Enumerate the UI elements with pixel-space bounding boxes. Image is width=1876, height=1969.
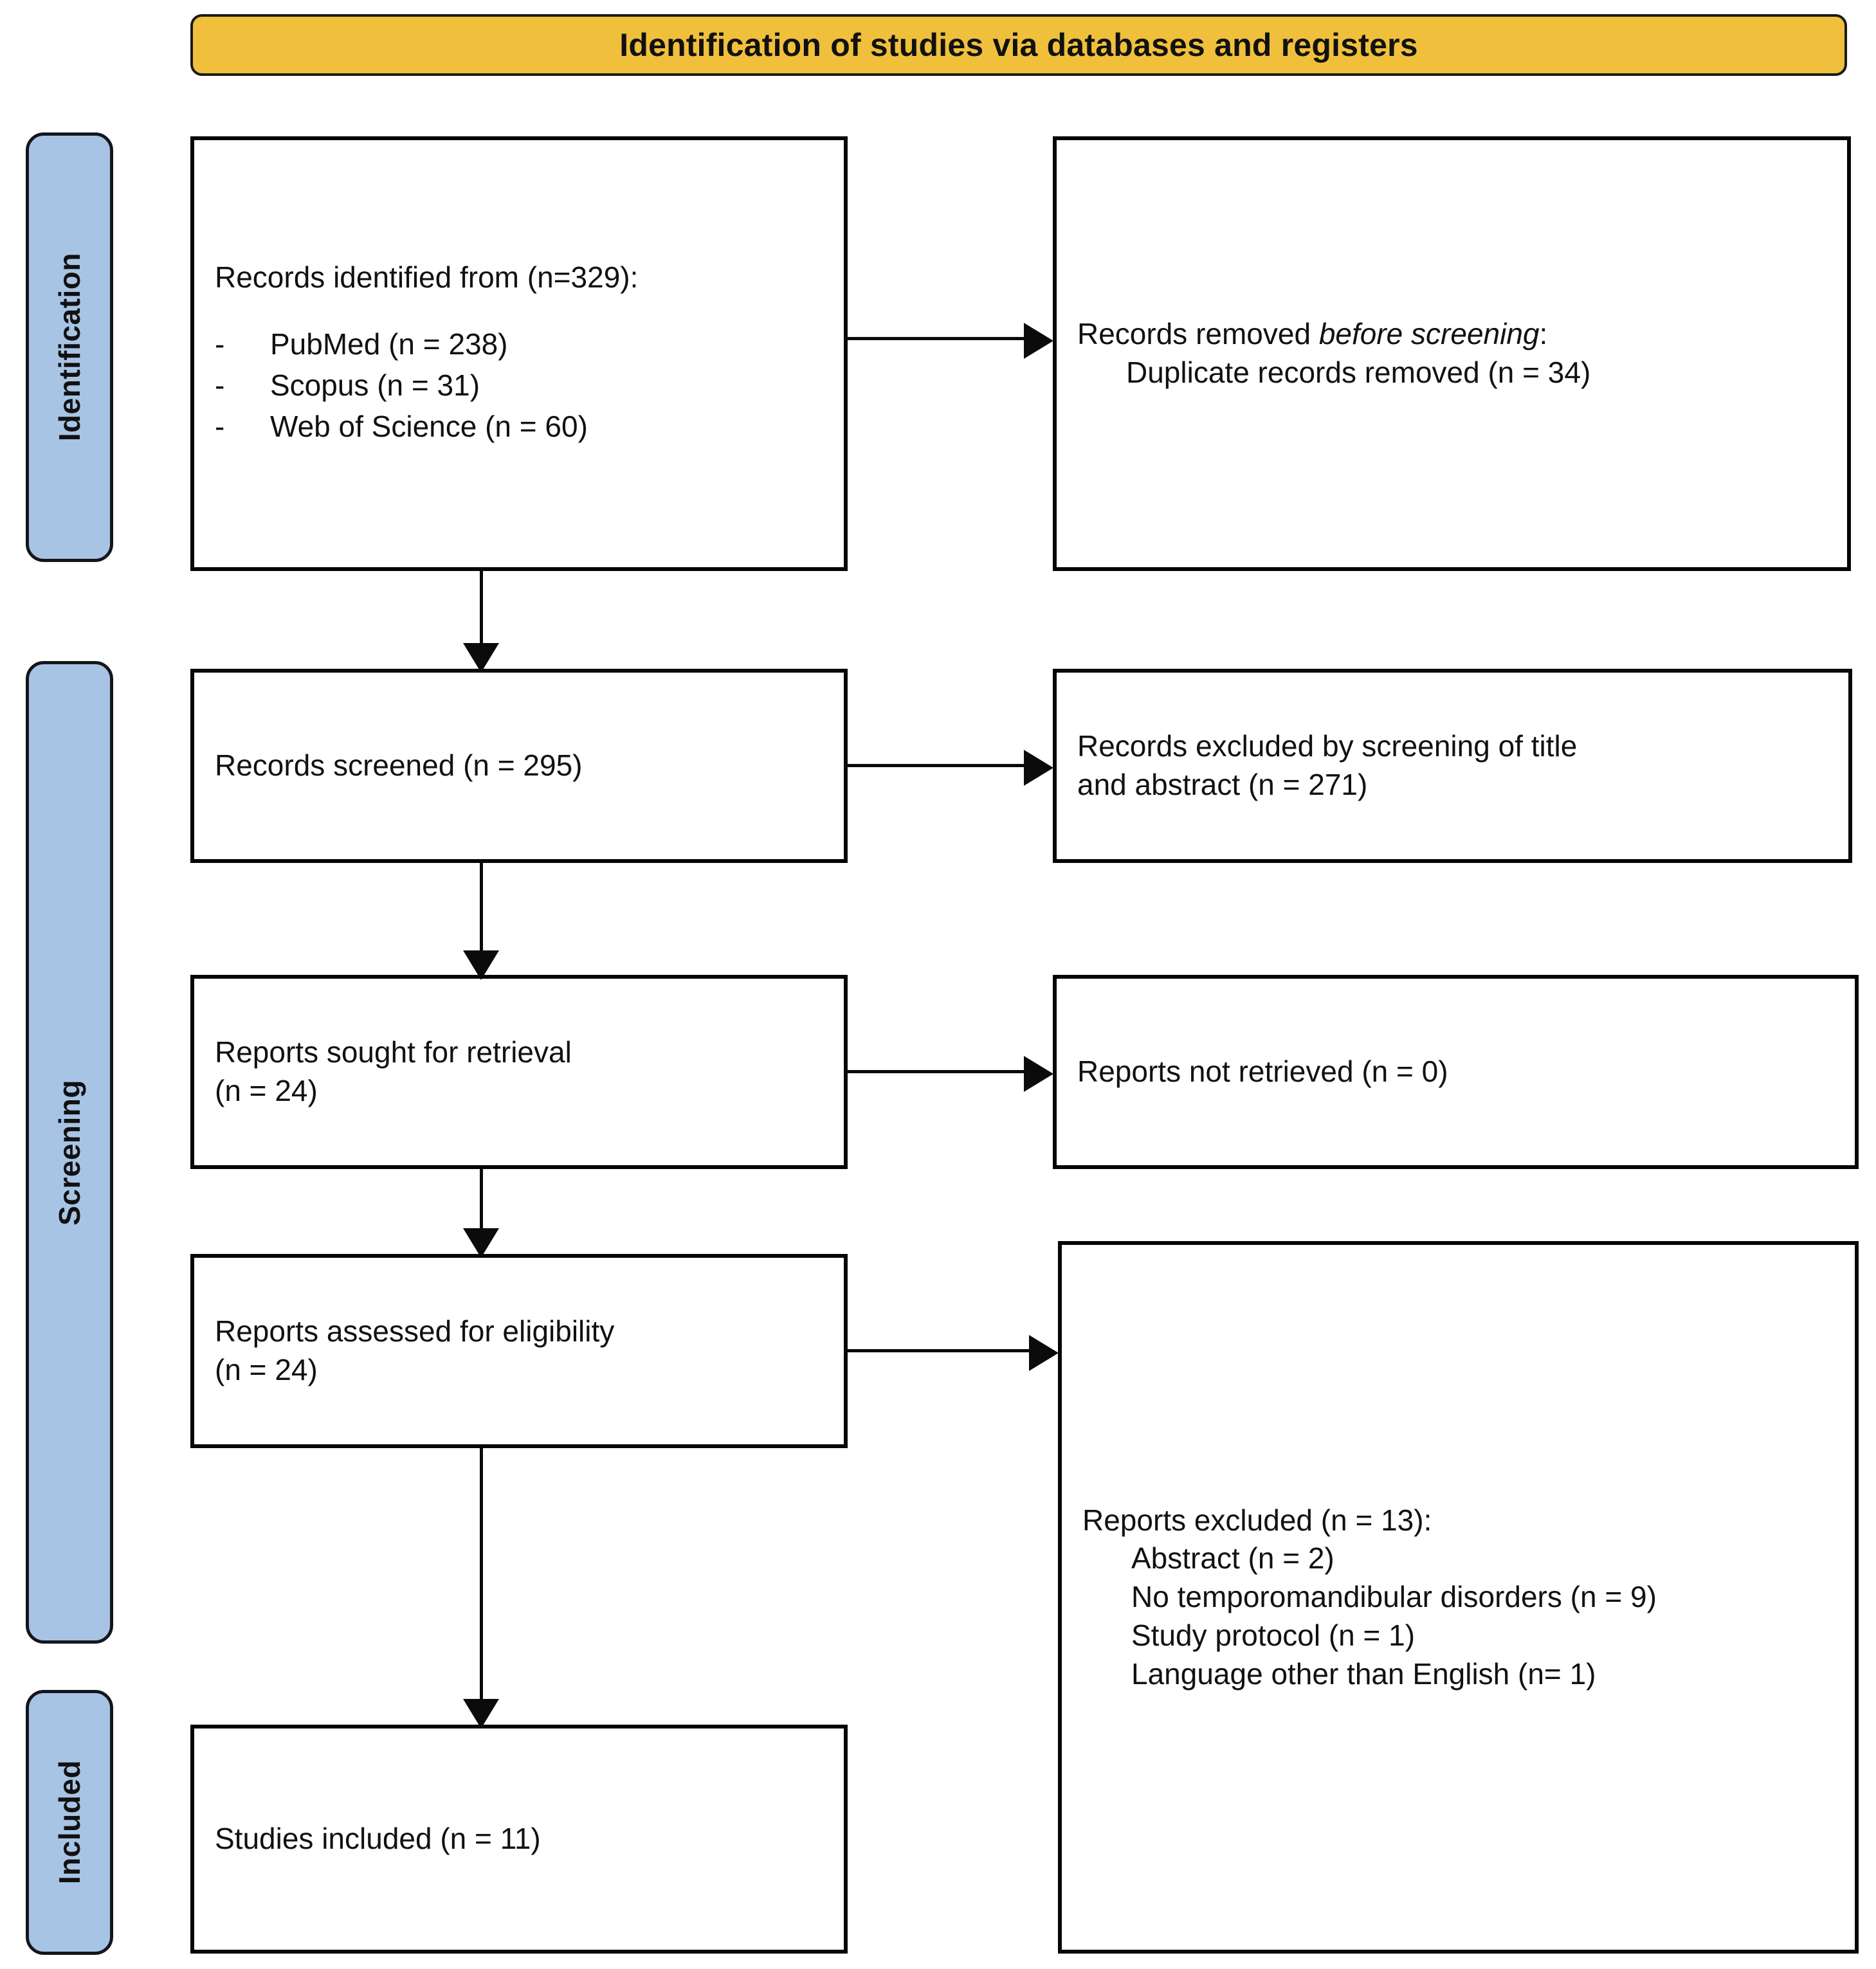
records-removed-italic: before screening [1318,317,1540,351]
studies-included-text: Studies included (n = 11) [215,1822,541,1856]
box-reports-sought-for-retrieval: Reports sought for retrieval (n = 24) [190,975,848,1169]
reports-excluded-heading: Reports excluded (n = 13): [1082,1503,1432,1537]
box-records-screened: Records screened (n = 295) [190,669,848,863]
arrowhead-right-icon [1029,1335,1059,1371]
connector-line-identified-to-removed [848,337,1024,340]
source-label: PubMed (n = 238) [270,327,508,361]
list-item: No temporomandibular disorders (n = 9) [1131,1580,1657,1614]
bullet-dash-icon: - [215,409,225,443]
reports-sought-line2: (n = 24) [215,1074,318,1107]
source-label: Web of Science (n = 60) [270,409,588,443]
arrowhead-down-icon [463,950,499,980]
records-identified-source-list: - PubMed (n = 238) - Scopus (n = 31) - W… [215,325,823,448]
records-removed-suffix: : [1539,317,1548,351]
reports-not-retrieved-text: Reports not retrieved (n = 0) [1077,1055,1448,1089]
bullet-dash-icon: - [215,368,225,402]
list-item: Language other than English (n= 1) [1131,1656,1596,1691]
connector-line-assessed-to-included [480,1448,483,1699]
records-identified-heading: Records identified from (n=329): [215,260,639,295]
box-reports-excluded: Reports excluded (n = 13): Abstract (n =… [1058,1241,1859,1954]
arrowhead-right-icon [1024,750,1053,786]
stage-tab-identification: Identification [26,132,113,562]
records-screened-text: Records screened (n = 295) [215,749,583,783]
reports-sought-line1: Reports sought for retrieval [215,1035,572,1069]
source-label: Scopus (n = 31) [270,368,480,402]
list-item: - Web of Science (n = 60) [215,408,823,446]
stage-tab-screening-label: Screening [53,1079,86,1226]
records-excluded-line1: Records excluded by screening of title [1077,729,1578,763]
arrowhead-right-icon [1024,1056,1053,1092]
connector-line-screened-to-excluded [848,764,1024,767]
stage-tab-screening: Screening [26,661,113,1644]
list-item: Duplicate records removed (n = 34) [1126,356,1591,389]
connector-line-screened-to-sought [480,863,483,950]
arrowhead-down-icon [463,643,499,673]
diagram-header-banner: Identification of studies via databases … [190,14,1847,76]
list-item: - PubMed (n = 238) [215,325,823,364]
box-records-excluded-screening: Records excluded by screening of title a… [1053,669,1852,863]
list-item: Study protocol (n = 1) [1131,1618,1416,1652]
box-records-identified: Records identified from (n=329): - PubMe… [190,136,848,571]
records-removed-prefix: Records removed [1077,317,1319,351]
stage-tab-included-label: Included [53,1760,86,1885]
connector-line-identified-to-screened [480,571,483,643]
list-item: Abstract (n = 2) [1131,1541,1334,1575]
records-removed-heading: Records removed before screening: [1077,315,1826,354]
reports-assessed-line2: (n = 24) [215,1353,318,1386]
connector-line-assessed-to-excluded-reports [848,1349,1029,1352]
box-studies-included: Studies included (n = 11) [190,1725,848,1954]
records-excluded-line2: and abstract (n = 271) [1077,768,1368,801]
connector-line-sought-to-assessed [480,1169,483,1228]
stage-tab-identification-label: Identification [53,253,86,442]
arrowhead-down-icon [463,1699,499,1729]
list-item: - Scopus (n = 31) [215,367,823,405]
box-reports-not-retrieved: Reports not retrieved (n = 0) [1053,975,1859,1169]
box-reports-assessed-for-eligibility: Reports assessed for eligibility (n = 24… [190,1254,848,1448]
box-records-removed-before-screening: Records removed before screening: Duplic… [1053,136,1851,571]
arrowhead-right-icon [1024,323,1053,359]
bullet-dash-icon: - [215,327,225,361]
reports-assessed-line1: Reports assessed for eligibility [215,1314,615,1348]
records-removed-detail-list: Duplicate records removed (n = 34) [1077,354,1826,392]
reports-excluded-reason-list: Abstract (n = 2) No temporomandibular di… [1082,1539,1834,1693]
arrowhead-down-icon [463,1228,499,1258]
stage-tab-included: Included [26,1690,113,1955]
connector-line-sought-to-not-retrieved [848,1070,1024,1073]
page-title: Identification of studies via databases … [619,27,1418,63]
